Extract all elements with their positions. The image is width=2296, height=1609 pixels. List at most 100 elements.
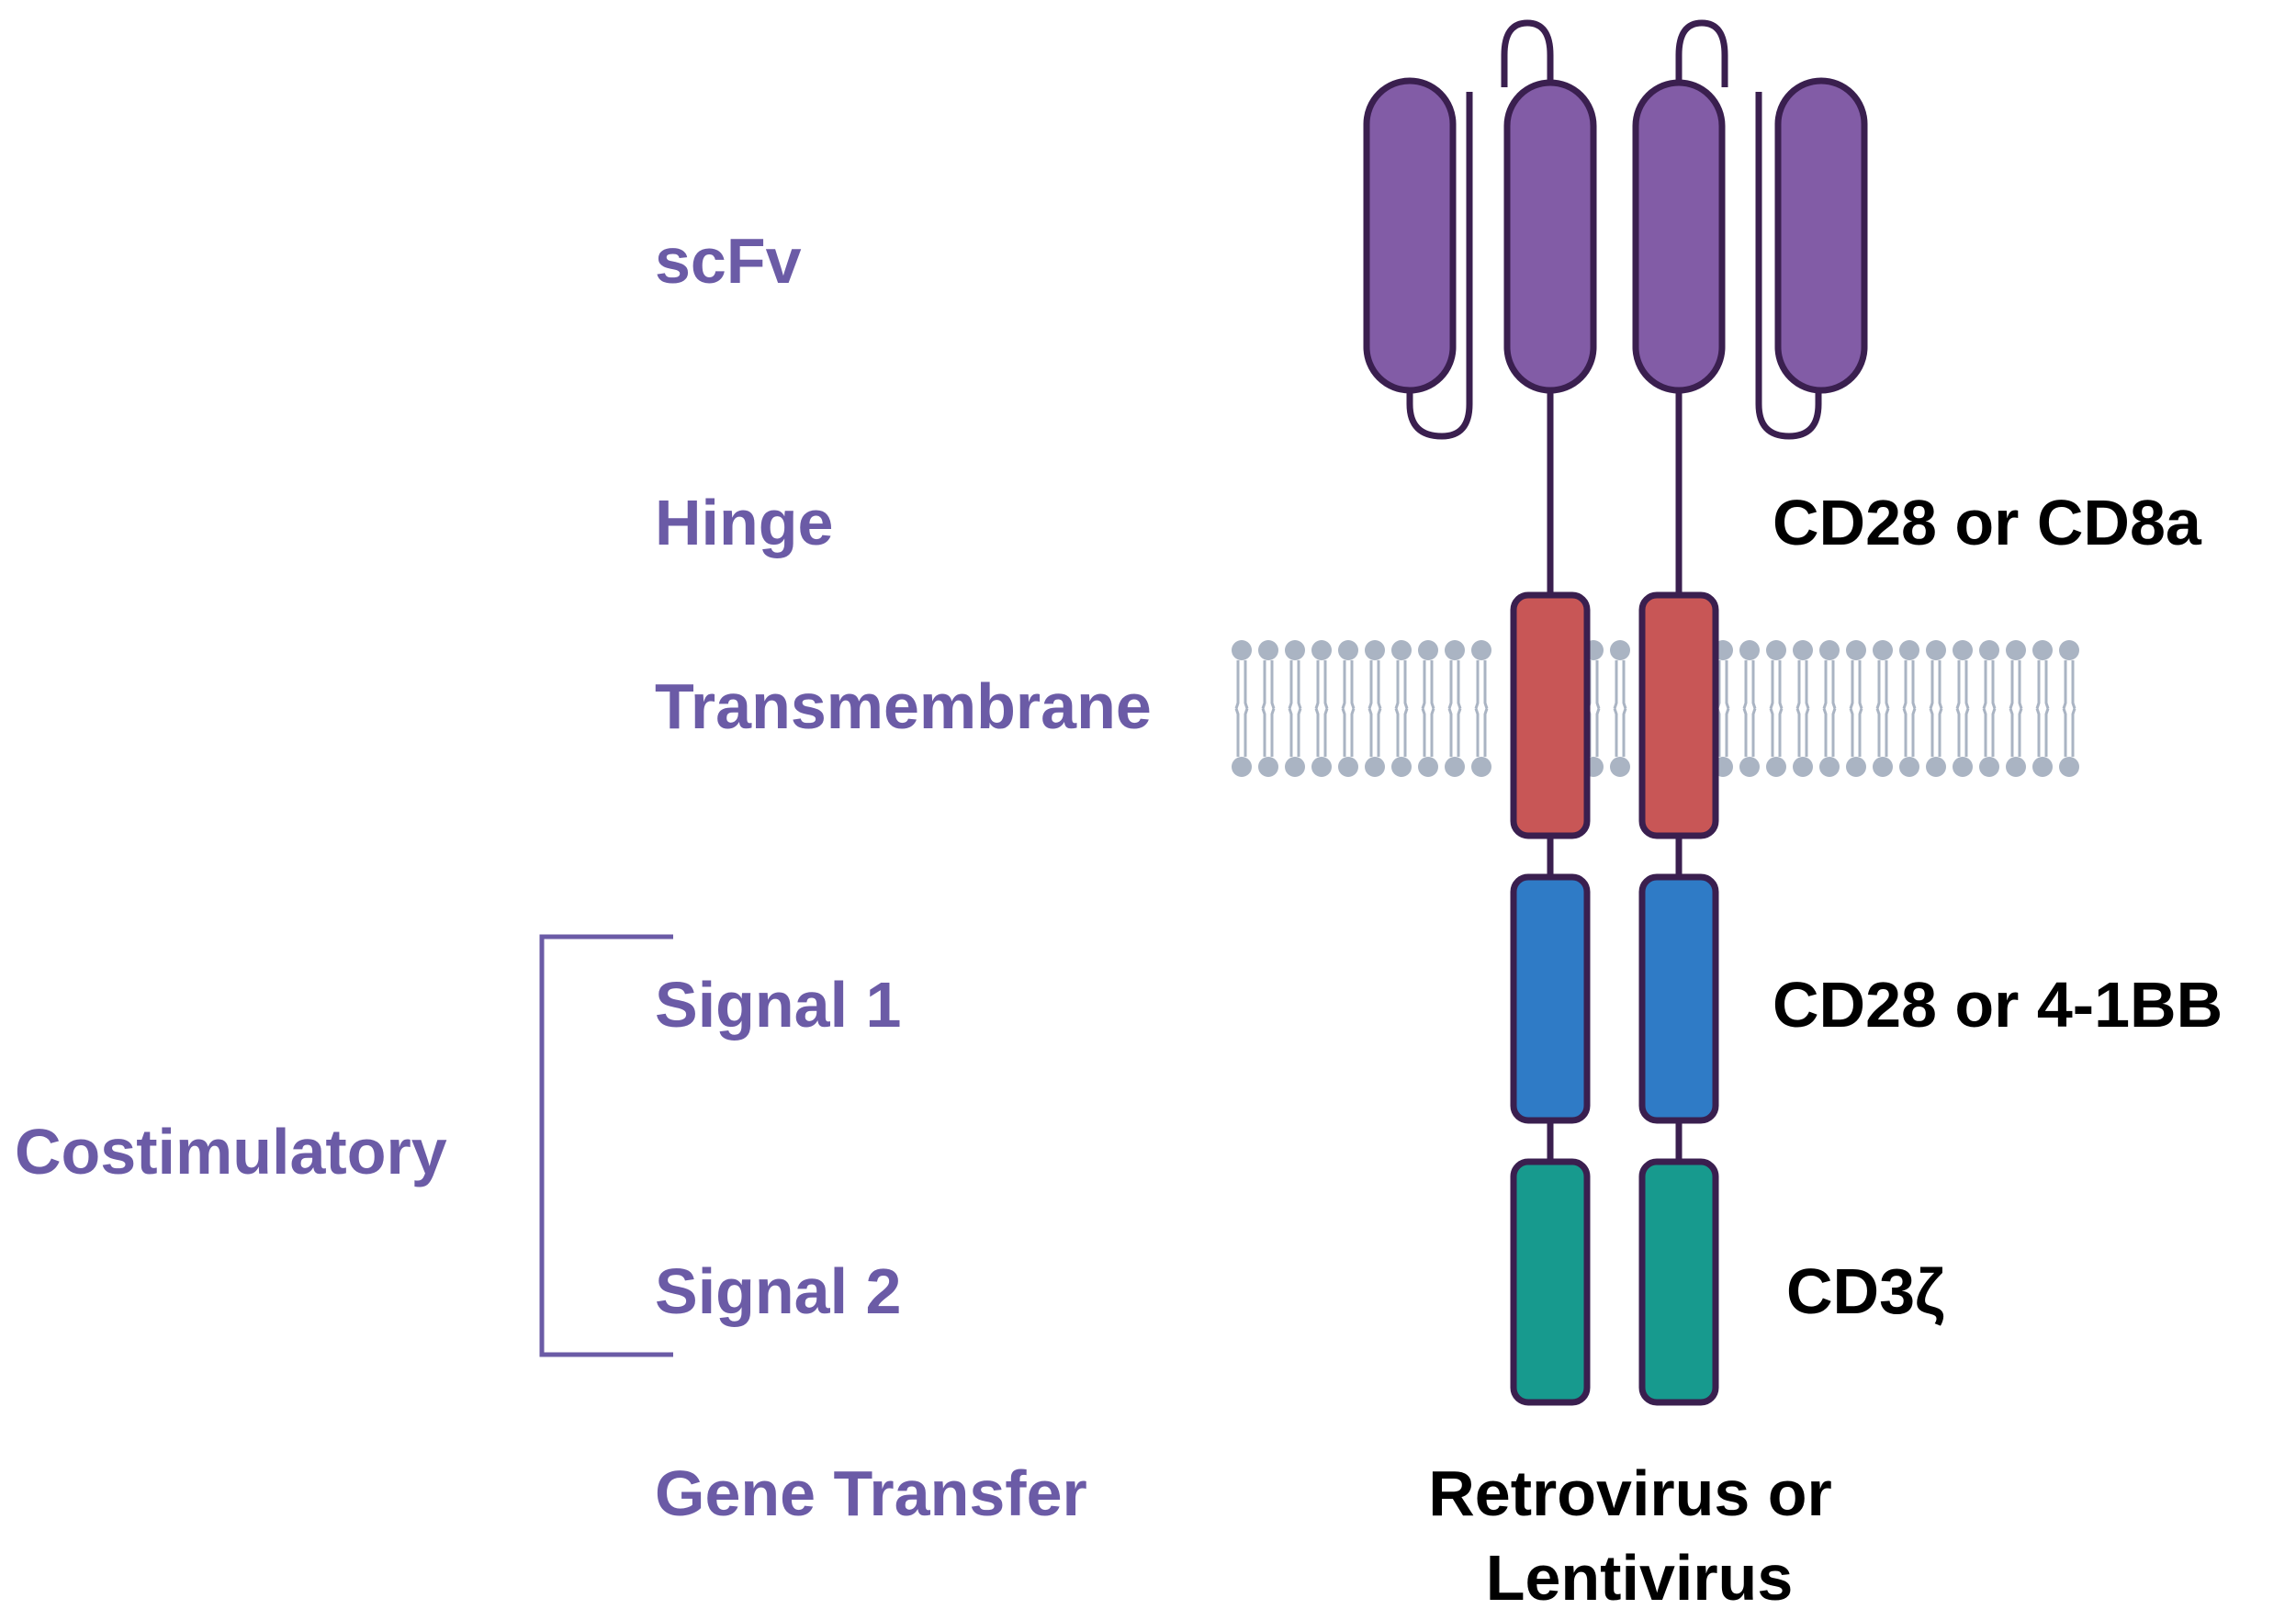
scfv-domains <box>1363 77 1868 394</box>
lipid-tail <box>1929 660 1943 757</box>
lipid-head <box>1899 640 1919 660</box>
lipid-head <box>1232 640 1252 660</box>
lipid-head <box>1873 757 1893 777</box>
lipid-head <box>1338 640 1358 660</box>
lipid-head <box>1953 757 1973 777</box>
lipid-head <box>1445 640 1465 660</box>
lipid-head <box>1846 640 1866 660</box>
lipid-head <box>1258 757 1278 777</box>
lipid-head <box>1391 757 1412 777</box>
lipid-head <box>1610 757 1630 777</box>
lipid-head <box>1979 757 1999 777</box>
scfv-domain-inner-right <box>1632 79 1726 394</box>
lipid-head <box>1739 640 1760 660</box>
lipid-tail <box>1234 660 1249 757</box>
signal2-left <box>1510 1158 1591 1406</box>
scfv-label: scFv <box>655 225 802 297</box>
lipid-tail <box>1288 660 1302 757</box>
lipid-head <box>1285 757 1305 777</box>
hinge-value: CD28 or CD8a <box>1773 487 2202 558</box>
lipid-tail <box>1421 660 1435 757</box>
cell-membrane <box>1232 640 2079 777</box>
lipid-head <box>1365 757 1385 777</box>
lipid-head <box>2006 757 2026 777</box>
signal1-left <box>1510 873 1591 1124</box>
lipid-tail <box>1795 660 1810 757</box>
scfv-loop-right-bottom <box>1755 92 1822 440</box>
lipid-head <box>1953 640 1973 660</box>
scfv-domain-inner-left <box>1503 79 1597 394</box>
lipid-head <box>1445 757 1465 777</box>
lipid-head <box>1610 640 1630 660</box>
lipid-tail <box>2062 660 2077 757</box>
lipid-tail <box>2035 660 2050 757</box>
costimulatory-bracket <box>539 934 673 1357</box>
transmembrane-right <box>1638 591 1719 839</box>
scfv-loop-left-bottom <box>1406 92 1473 440</box>
scfv-loop-left-top <box>1501 19 1554 87</box>
lipid-head <box>1926 757 1946 777</box>
lipid-head <box>1739 757 1760 777</box>
lipid-head <box>1873 640 1893 660</box>
transmembrane-left <box>1510 591 1591 839</box>
lipid-tail <box>1875 660 1890 757</box>
lipid-head <box>1311 640 1332 660</box>
gene-transfer-label: Gene Transfer <box>655 1457 1087 1529</box>
lipid-tail <box>1341 660 1356 757</box>
lipid-tail <box>1849 660 1863 757</box>
gene-transfer-value-line1: Retrovirus or <box>1428 1457 1832 1529</box>
lipid-tail <box>1447 660 1462 757</box>
hinge-label: Hinge <box>655 487 833 558</box>
lipid-head <box>1418 640 1438 660</box>
lipid-tail <box>1742 660 1757 757</box>
lipid-tail <box>1613 660 1627 757</box>
costimulatory-label: Costimulatory <box>15 1116 447 1187</box>
lipid-tail <box>1822 660 1837 757</box>
transmembrane-domains <box>1510 591 1719 839</box>
lipid-head <box>1338 757 1358 777</box>
lipid-head <box>1232 757 1252 777</box>
lipid-tail <box>1769 660 1784 757</box>
chain-connectors <box>1406 19 1822 1162</box>
gene-transfer-value-line2: Lentivirus <box>1486 1542 1794 1609</box>
lipid-head <box>1846 757 1866 777</box>
lipid-tail <box>1394 660 1409 757</box>
lipid-head <box>1979 640 1999 660</box>
lipid-head <box>1819 640 1840 660</box>
lipid-head <box>1365 640 1385 660</box>
scfv-domain-outer-right <box>1774 77 1868 394</box>
transmembrane-label: Transmembrane <box>655 670 1152 742</box>
signal2-domains <box>1510 1158 1719 1406</box>
lipid-head <box>1793 757 1813 777</box>
lipid-tail <box>1314 660 1329 757</box>
lipid-head <box>2032 757 2053 777</box>
signal1-domains <box>1510 873 1719 1124</box>
lipid-head <box>1418 757 1438 777</box>
lipid-head <box>1391 640 1412 660</box>
lipid-head <box>1899 757 1919 777</box>
scfv-domain-outer-left <box>1363 77 1457 394</box>
signal2-right <box>1638 1158 1719 1406</box>
signal1-right <box>1638 873 1719 1124</box>
lipid-head <box>2059 757 2079 777</box>
lipid-head <box>2032 640 2053 660</box>
signal1-label: Signal 1 <box>655 969 901 1041</box>
lipid-tail <box>1261 660 1276 757</box>
lipid-tail <box>1716 660 1730 757</box>
lipid-tail <box>1982 660 1997 757</box>
lipid-tail <box>1367 660 1382 757</box>
lipid-head <box>1819 757 1840 777</box>
lipid-head <box>1766 757 1786 777</box>
lipid-head <box>1258 640 1278 660</box>
lipid-tail <box>1902 660 1917 757</box>
lipid-head <box>1926 640 1946 660</box>
lipid-head <box>1793 640 1813 660</box>
scfv-loop-right-top <box>1675 19 1728 87</box>
lipid-head <box>1471 640 1491 660</box>
lipid-head <box>1471 757 1491 777</box>
lipid-tail <box>1474 660 1489 757</box>
lipid-tail <box>2009 660 2023 757</box>
signal2-value: CD3ζ <box>1786 1255 1944 1327</box>
lipid-head <box>1311 757 1332 777</box>
